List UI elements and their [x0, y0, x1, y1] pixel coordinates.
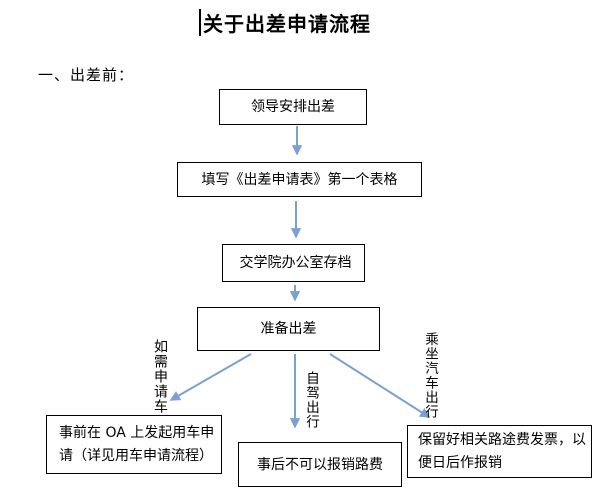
flow-box-label: 准备出差: [260, 321, 317, 337]
branch-label-self-driving[interactable]: 自驾出行: [303, 371, 319, 429]
flow-box-archive-at-office[interactable]: 交学院办公室存档: [222, 244, 365, 282]
flow-box-label: 填写《出差申请表》第一个表格: [201, 171, 398, 188]
flow-box-fill-application-form[interactable]: 填写《出差申请表》第一个表格: [177, 162, 422, 197]
branch-label-travel-by-car[interactable]: 乘坐汽车出行: [422, 332, 438, 419]
flow-box-leader-arranges-trip[interactable]: 领导安排出差: [219, 89, 367, 125]
section-heading[interactable]: 一、出差前：: [38, 66, 135, 84]
flow-box-oa-car-request[interactable]: 事前在 OA 上发起用车申请（详见用车申请流程）: [46, 415, 222, 474]
text-cursor: [199, 9, 201, 36]
flow-box-prepare-for-trip[interactable]: 准备出差: [197, 307, 380, 351]
flow-box-label: 领导安排出差: [251, 99, 335, 115]
flow-box-keep-invoices[interactable]: 保留好相关路途费发票，以便日后作报销: [407, 425, 592, 478]
flow-box-label: 事后不可以报销路费: [257, 456, 383, 473]
flow-box-label: 交学院办公室存档: [239, 255, 352, 271]
flow-box-label: 保留好相关路途费发票，以便日后作报销: [418, 431, 586, 471]
arrow-box4-to-box-left[interactable]: [169, 353, 252, 401]
arrow-box4-to-box-right[interactable]: [329, 353, 431, 418]
flow-box-no-reimbursement[interactable]: 事后不可以报销路费: [238, 442, 402, 487]
branch-label-need-car-request[interactable]: 如需申请车: [152, 339, 168, 414]
flow-box-label: 事前在 OA 上发起用车申请（详见用车申请流程）: [59, 424, 215, 464]
page-title[interactable]: 关于出差申请流程: [203, 12, 371, 36]
